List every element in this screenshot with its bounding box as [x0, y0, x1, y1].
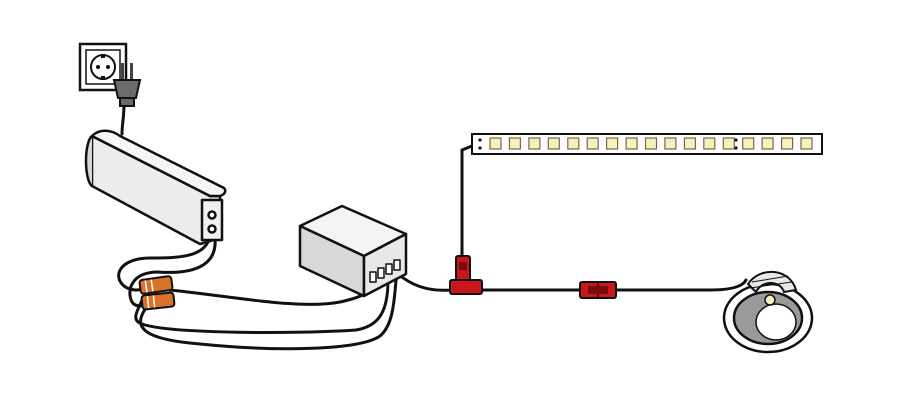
led-chip [567, 137, 580, 150]
led-chip [703, 137, 716, 150]
inline-connector-icon [579, 281, 617, 299]
led-chip [547, 137, 560, 150]
led-chip [508, 137, 521, 150]
controller-icon [298, 204, 408, 298]
downlight-icon [722, 270, 814, 354]
led-chip [586, 137, 599, 150]
led-chip [644, 137, 658, 150]
led-chip [528, 137, 541, 150]
strip-feed [460, 144, 474, 264]
led-chip [722, 137, 735, 150]
led-chip [625, 137, 638, 150]
connector-tail-a [134, 278, 390, 334]
t-connector-icon [449, 255, 483, 295]
led-chip [664, 137, 677, 150]
lever-connector-icon [138, 275, 176, 311]
power-supply-icon [84, 129, 227, 246]
psu-cable-a [117, 224, 212, 292]
led-chip [605, 137, 619, 150]
connector-tail-b [139, 278, 398, 351]
controller-output [396, 272, 454, 292]
plug-icon [112, 63, 142, 107]
led-chips [489, 137, 813, 150]
led-chip [761, 137, 774, 150]
wires [117, 102, 748, 351]
led-chip [683, 137, 697, 150]
led-chip [489, 137, 502, 150]
trunk-2 [612, 278, 748, 292]
led-strip-icon [471, 133, 823, 155]
led-chip [800, 137, 813, 150]
strip-contacts [478, 138, 738, 150]
led-chip [780, 137, 794, 150]
plug-cable [120, 102, 126, 136]
led-chip [742, 137, 755, 150]
